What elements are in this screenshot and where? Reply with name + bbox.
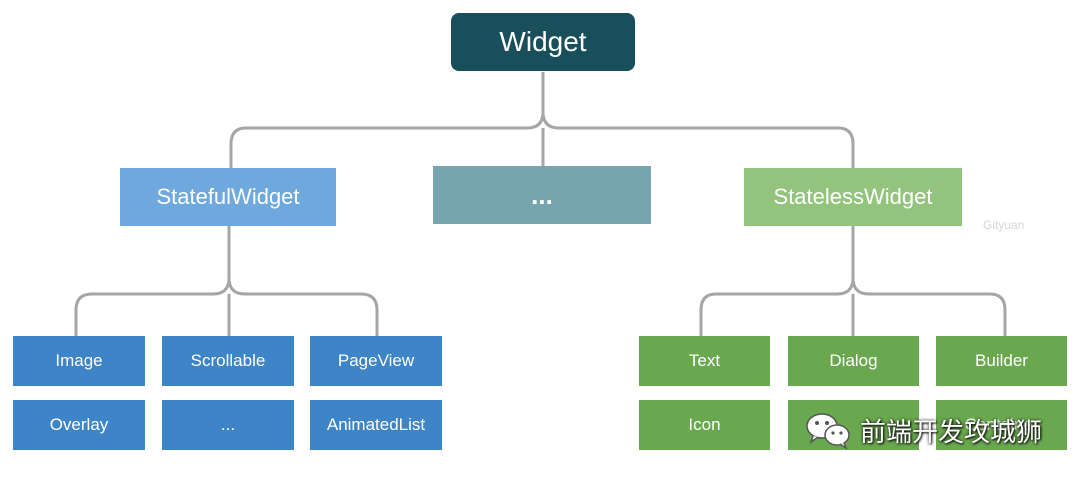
- connector-stateful-to-children: [74, 226, 379, 336]
- widget-root-node: Widget: [451, 13, 635, 71]
- brand-text: 前端开发攻城狮: [860, 416, 1043, 447]
- stateful-child-animatedlist: AnimatedList: [310, 400, 442, 450]
- stateful-child-scrollable: Scrollable: [162, 336, 294, 386]
- gityuan-watermark: Gityuan: [983, 218, 1025, 232]
- wechat-icon: [806, 413, 850, 450]
- stateful-child-overlay: Overlay: [13, 400, 145, 450]
- stateless-child-dialog: Dialog: [788, 336, 919, 386]
- stateless-child-text: Text: [639, 336, 770, 386]
- stateful-child-pageview: PageView: [310, 336, 442, 386]
- wechat-brand-watermark: 前端开发攻城狮: [804, 410, 1042, 450]
- stateful-child-image: Image: [13, 336, 145, 386]
- connector-root-to-level1: [229, 72, 855, 168]
- other-widgets-node: ...: [433, 166, 651, 224]
- stateful-child-ellipsis: ...: [162, 400, 294, 450]
- stateless-child-container: Container: [936, 400, 1067, 450]
- stateless-child-icon: Icon: [639, 400, 770, 450]
- stateless-widget-node: StatelessWidget: [744, 168, 962, 226]
- stateless-child-builder: Builder: [936, 336, 1067, 386]
- connector-stateless-to-children: [699, 226, 1007, 336]
- stateful-widget-node: StatefulWidget: [120, 168, 336, 226]
